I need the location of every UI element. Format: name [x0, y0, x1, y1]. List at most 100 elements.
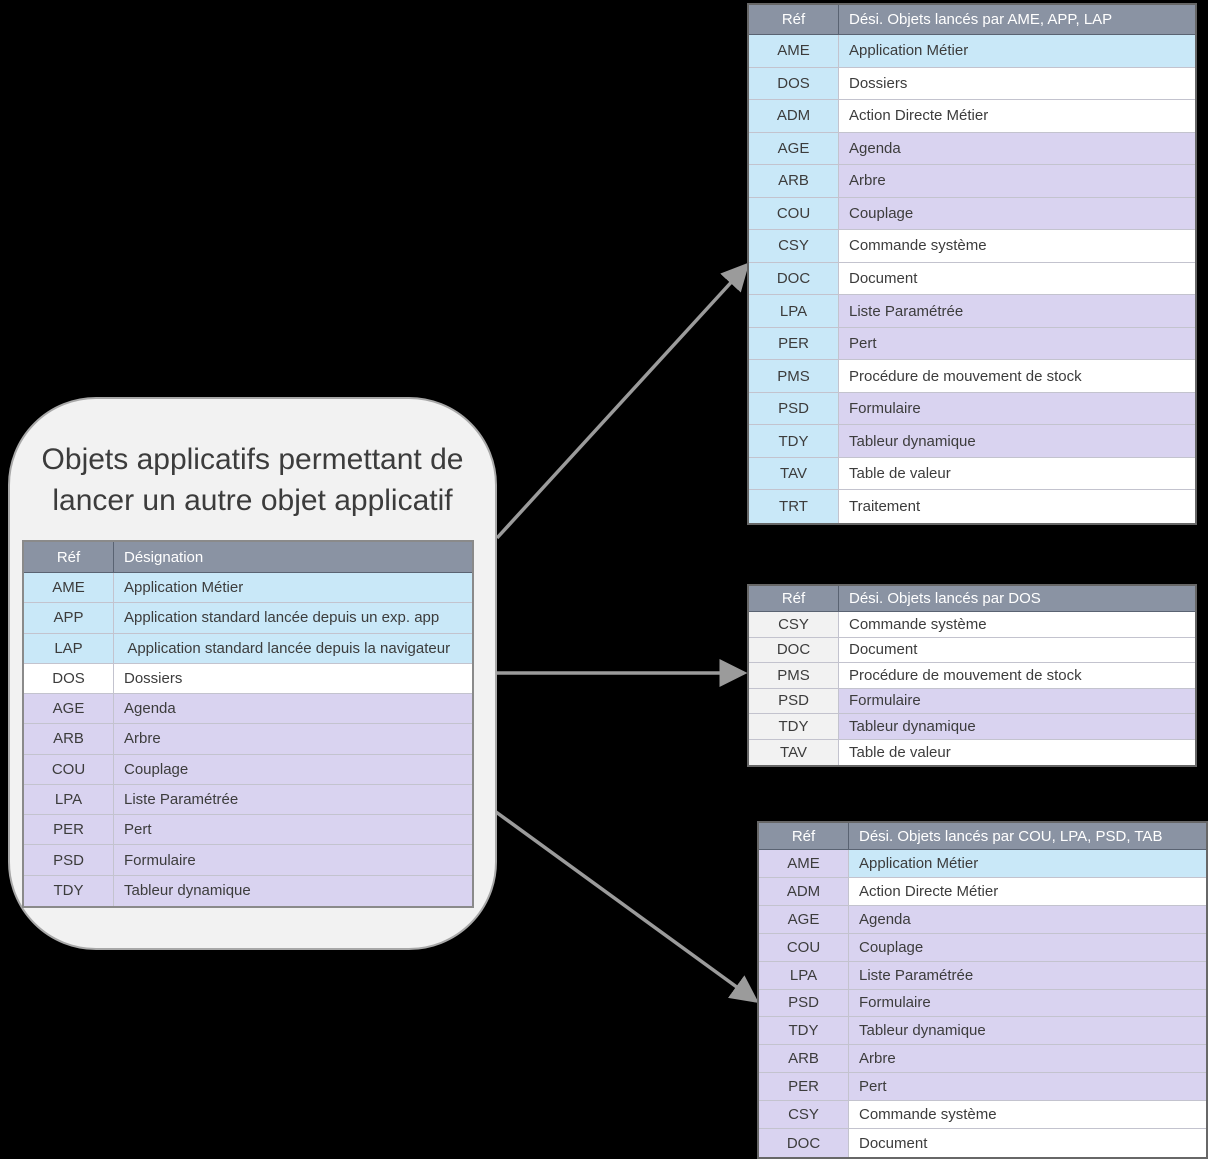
designation-cell: Liste Paramétrée [114, 784, 472, 816]
ref-cell: TDY [749, 425, 839, 458]
designation-cell: Application Métier [114, 573, 472, 604]
designation-cell: Formulaire [849, 989, 1206, 1018]
ref-cell: PMS [749, 663, 839, 689]
designation-cell: Pert [114, 815, 472, 846]
ref-cell: PSD [749, 688, 839, 714]
designation-cell: Arbre [114, 724, 472, 755]
designation-cell: Action Directe Métier [839, 100, 1195, 133]
designation-cell: Commande système [839, 612, 1195, 638]
designation-cell: Dossiers [114, 663, 472, 695]
designation-cell: Formulaire [114, 845, 472, 876]
designation-cell: Couplage [114, 754, 472, 785]
ref-cell: LPA [24, 784, 114, 816]
designation-cell: Agenda [849, 905, 1206, 934]
arrow-to-cou-lpa-psd-tab-table [494, 810, 759, 1004]
arrow-to-ame-app-lap-table [495, 262, 750, 540]
ref-cell: ARB [749, 165, 839, 198]
designation-cell: Action Directe Métier [849, 877, 1206, 906]
designation-column-header: Dési. Objets lancés par COU, LPA, PSD, T… [849, 823, 1206, 850]
ref-cell: APP [24, 603, 114, 634]
ref-cell: PER [759, 1073, 849, 1102]
designation-cell: Formulaire [839, 392, 1195, 426]
designation-column-header: Dési. Objets lancés par AME, APP, LAP [839, 5, 1195, 35]
designation-cell: Procédure de mouvement de stock [839, 663, 1195, 689]
table-row: LAP Application standard lancée depuis l… [24, 633, 472, 664]
designation-cell: Application Métier [839, 35, 1195, 68]
ref-cell: COU [24, 754, 114, 785]
ref-cell: TDY [24, 875, 114, 906]
designation-column-header: Dési. Objets lancés par DOS [839, 586, 1195, 612]
designation-cell: Traitement [839, 490, 1195, 523]
box-title-line-2: lancer un autre objet applicatif [52, 484, 453, 517]
designation-cell: Tableur dynamique [849, 1017, 1206, 1046]
ref-cell: ADM [749, 100, 839, 133]
ref-cell: PSD [24, 845, 114, 876]
ref-cell: AME [749, 35, 839, 68]
designation-cell: Commande système [839, 230, 1195, 263]
ref-cell: DOC [749, 262, 839, 296]
ref-cell: PER [24, 815, 114, 846]
ref-cell: AME [24, 573, 114, 604]
designation-cell: Document [849, 1129, 1206, 1157]
designation-cell: Procédure de mouvement de stock [839, 360, 1195, 393]
box-title-line-1: Objets applicatifs permettant de [41, 443, 464, 476]
designation-cell: Couplage [839, 197, 1195, 231]
ref-cell: LPA [759, 961, 849, 990]
ref-cell: COU [749, 197, 839, 231]
designation-cell: Agenda [114, 694, 472, 725]
ref-cell: AGE [749, 132, 839, 166]
ref-cell: DOC [749, 637, 839, 663]
ref-cell: TAV [749, 457, 839, 491]
ref-cell: AGE [759, 905, 849, 934]
designation-column-header: Désignation [114, 542, 472, 573]
designation-cell: Application standard lancée depuis un ex… [114, 603, 472, 634]
ref-cell: TRT [749, 490, 839, 523]
ref-cell: DOC [759, 1129, 849, 1157]
designation-cell: Pert [849, 1073, 1206, 1102]
ref-cell: ARB [759, 1045, 849, 1074]
designation-cell: Application Métier [849, 850, 1206, 878]
ref-cell: TAV [749, 739, 839, 765]
ref-column-header: Réf [759, 823, 849, 850]
designation-cell: Tableur dynamique [839, 714, 1195, 740]
ref-cell: AGE [24, 694, 114, 725]
designation-cell: Agenda [839, 132, 1195, 166]
ref-column-header: Réf [24, 542, 114, 573]
designation-cell: Liste Paramétrée [849, 961, 1206, 990]
ref-cell: ADM [759, 877, 849, 906]
designation-cell: Document [839, 637, 1195, 663]
